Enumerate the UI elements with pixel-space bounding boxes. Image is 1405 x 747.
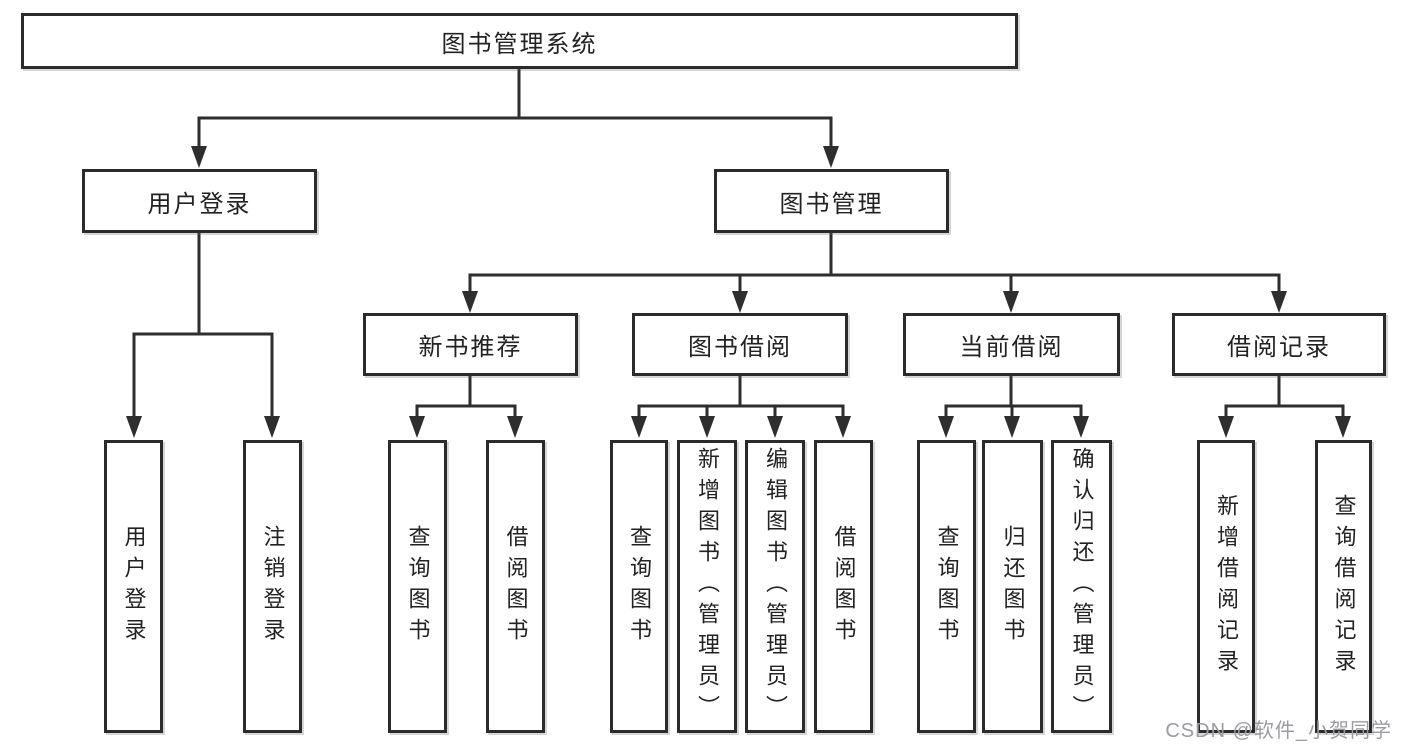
leaf-label: 查询借阅记录 bbox=[1331, 493, 1357, 680]
connector-borrow-records-to-leaves bbox=[1218, 376, 1351, 438]
leaf-borrow-books: 借阅图书 bbox=[814, 440, 873, 733]
leaf-edit-books-admin: 编辑图书（管理员） bbox=[745, 440, 805, 733]
leaf-user-login: 用户登录 bbox=[104, 440, 163, 733]
leaf-label: 查询图书 bbox=[934, 524, 960, 649]
leaf-add-books-admin: 新增图书（管理员） bbox=[677, 440, 737, 733]
leaf-label: 编辑图书（管理员） bbox=[763, 447, 788, 726]
node-label: 借阅记录 bbox=[1227, 334, 1331, 361]
leaf-label: 借阅图书 bbox=[831, 524, 857, 649]
node-label: 图书借阅 bbox=[688, 334, 792, 361]
leaf-label: 新增图书（管理员） bbox=[695, 447, 720, 726]
connector-current-borrow-to-leaves bbox=[938, 376, 1089, 438]
connector-book-management-to-level3 bbox=[462, 233, 1287, 313]
node-label: 当前借阅 bbox=[959, 334, 1064, 361]
leaf-confirm-return-admin: 确认归还（管理员） bbox=[1051, 440, 1112, 733]
csdn-watermark: CSDN @软件_小贺同学 bbox=[1165, 720, 1392, 742]
leaf-label: 借阅图书 bbox=[503, 524, 529, 649]
leaf-label: 确认归还（管理员） bbox=[1069, 447, 1095, 726]
leaf-label: 归还图书 bbox=[1000, 524, 1026, 649]
node-label: 图书管理系统 bbox=[441, 30, 598, 58]
leaf-query-books-newbook: 查询图书 bbox=[388, 440, 447, 733]
node-label: 新书推荐 bbox=[418, 334, 523, 361]
leaf-label: 注销登录 bbox=[260, 524, 286, 649]
connector-book-borrow-to-leaves bbox=[631, 376, 851, 438]
leaf-add-borrow-record: 新增借阅记录 bbox=[1197, 440, 1255, 733]
leaf-borrow-books-newbook: 借阅图书 bbox=[486, 440, 545, 733]
node-new-book-recommend: 新书推荐 bbox=[363, 313, 578, 376]
leaf-query-books-current: 查询图书 bbox=[917, 440, 976, 733]
node-library-management-system: 图书管理系统 bbox=[21, 13, 1018, 69]
connector-user-login-to-leaves bbox=[126, 233, 280, 438]
node-current-borrow: 当前借阅 bbox=[903, 313, 1120, 376]
node-label: 图书管理 bbox=[779, 190, 884, 218]
leaf-query-books-borrow: 查询图书 bbox=[610, 440, 668, 733]
leaf-label: 查询图书 bbox=[405, 524, 431, 649]
leaf-label: 查询图书 bbox=[627, 524, 652, 649]
node-book-management: 图书管理 bbox=[714, 169, 949, 233]
leaf-label: 新增借阅记录 bbox=[1214, 493, 1239, 680]
node-book-borrow: 图书借阅 bbox=[632, 313, 848, 376]
leaf-query-borrow-record: 查询借阅记录 bbox=[1315, 440, 1372, 733]
node-borrow-records: 借阅记录 bbox=[1172, 313, 1386, 376]
connector-new-book-to-leaves bbox=[409, 376, 523, 438]
leaf-return-books: 归还图书 bbox=[982, 440, 1043, 733]
leaf-logout: 注销登录 bbox=[243, 440, 302, 733]
leaf-label: 用户登录 bbox=[121, 524, 147, 649]
node-user-login: 用户登录 bbox=[82, 169, 317, 233]
connector-root-to-level2 bbox=[191, 69, 839, 168]
node-label: 用户登录 bbox=[147, 190, 252, 218]
